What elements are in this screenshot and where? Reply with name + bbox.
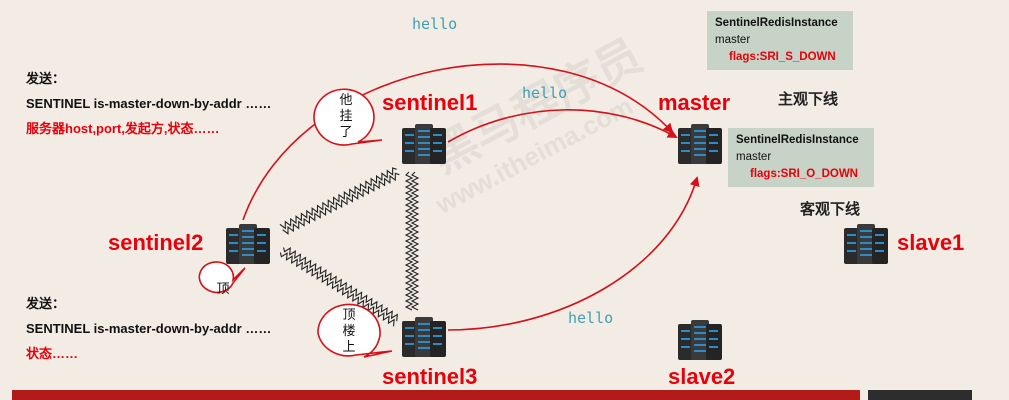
verdict-subjective: 主观下线 [778, 91, 839, 108]
state-objective-flags: flags:SRI_O_DOWN [750, 168, 858, 180]
gossip-link [404, 171, 414, 311]
bubble-sentinel1 [313, 88, 383, 146]
gossip-link [283, 247, 398, 322]
sentinel2-server-icon [226, 224, 270, 264]
sentinel1-server-icon [402, 124, 446, 164]
hello-label-bottom: hello [568, 309, 614, 327]
message-top-title: 发送： [26, 71, 66, 86]
message-bottom-title: 发送： [26, 296, 66, 311]
gossip-link [279, 167, 397, 230]
sentinel3-server-icon [402, 317, 446, 357]
sentinel2-label: sentinel2 [108, 230, 204, 255]
gossip-link [279, 252, 395, 327]
master-server-icon [678, 124, 722, 164]
sentinel1-label: sentinel1 [382, 90, 478, 115]
state-objective-role: master [736, 151, 772, 163]
hello-arrow-sentinel1-master [447, 109, 678, 143]
message-top-command: SENTINEL is-master-down-by-addr …… [26, 96, 272, 111]
slave1-server-icon [844, 224, 888, 264]
hello-label-top: hello [412, 15, 458, 33]
state-subjective-class: SentinelRedisInstance [715, 17, 838, 29]
footer-bar-dark [868, 390, 972, 400]
bubble-sentinel2 [198, 261, 246, 294]
message-bottom-detail: 状态…… [26, 346, 79, 361]
message-bottom-command: SENTINEL is-master-down-by-addr …… [26, 321, 272, 336]
footer-bar [12, 390, 860, 400]
slave2-server-icon [678, 320, 722, 360]
bubble-sentinel2-text: 顶 [216, 281, 230, 296]
state-subjective-flags: flags:SRI_S_DOWN [729, 51, 836, 63]
sentinel-gossip-links [279, 167, 420, 327]
message-top-detail: 服务器host,port,发起方,状态…… [26, 121, 220, 136]
gossip-link [282, 172, 400, 235]
message-block-top: 发送： SENTINEL is-master-down-by-addr …… 服… [26, 66, 271, 141]
state-objective-class: SentinelRedisInstance [736, 134, 859, 146]
state-subjective-role: master [715, 34, 751, 46]
slave2-label: slave2 [668, 364, 736, 389]
state-box-objective: SentinelRedisInstance master flags:SRI_O… [728, 128, 874, 187]
verdict-objective: 客观下线 [800, 201, 861, 218]
gossip-link [410, 171, 420, 311]
bubble-sentinel3-text: 顶 楼 上 [342, 307, 356, 354]
hello-label-middle: hello [522, 84, 568, 102]
hello-arrow-sentinel3-master [447, 176, 700, 331]
master-label: master [658, 90, 731, 115]
sentinel3-label: sentinel3 [382, 364, 478, 389]
state-box-subjective: SentinelRedisInstance master flags:SRI_S… [707, 11, 853, 70]
hello-arrow-sentinel2-master [242, 63, 674, 221]
slave1-label: slave1 [897, 230, 965, 255]
message-block-bottom: 发送： SENTINEL is-master-down-by-addr …… 状… [26, 291, 271, 366]
bubble-sentinel1-text: 他 挂 了 [339, 92, 353, 139]
bubble-sentinel3 [317, 303, 393, 358]
